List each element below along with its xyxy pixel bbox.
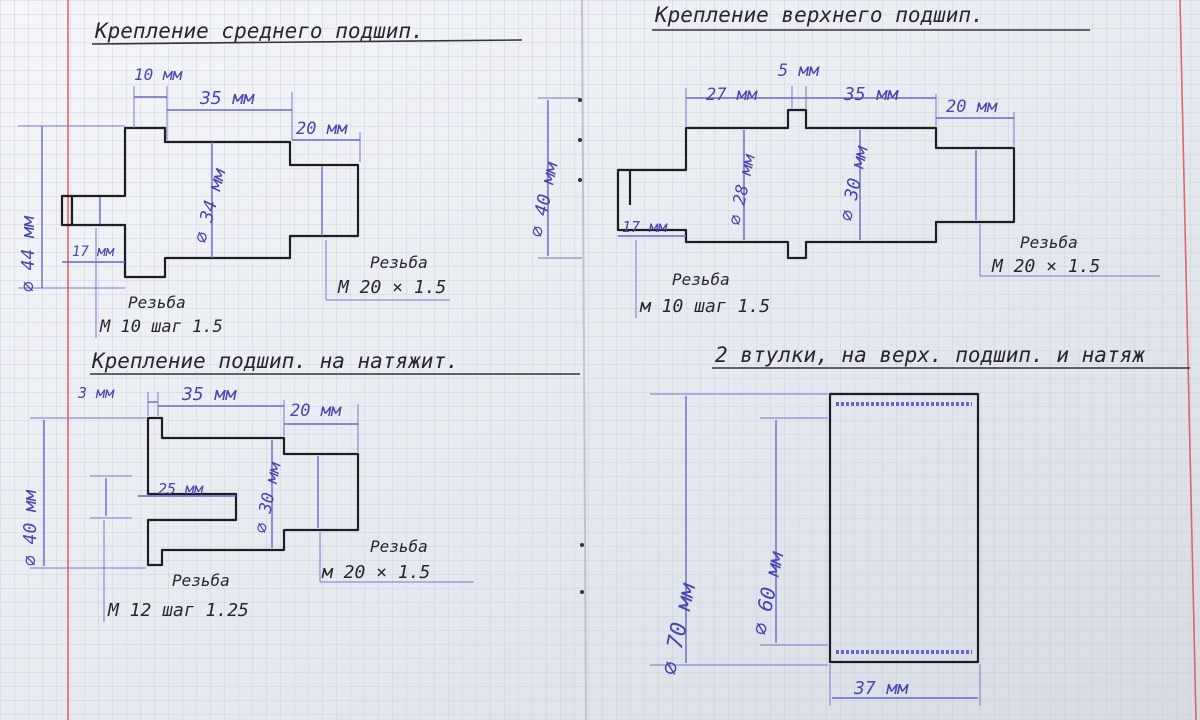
thread-label-right: Резьба [1020, 233, 1078, 252]
part-outline [616, 108, 1016, 260]
binding-hole [580, 590, 584, 594]
dim-25mm: 25 мм [158, 480, 204, 498]
thread-label-left: Резьба [172, 571, 230, 590]
thread-label-right: Резьба [370, 253, 428, 272]
thread-label-left: Резьба [672, 270, 730, 289]
thread-label-right: Резьба [370, 537, 428, 556]
binding-hole [578, 98, 582, 102]
thread-spec-right: М 20 × 1.5 [337, 277, 446, 298]
margin-line-right [1179, 0, 1197, 720]
dim-37mm: 37 мм [853, 678, 909, 699]
dim-3mm: 3 мм [77, 384, 115, 402]
binding-hole [578, 138, 582, 142]
part-outline [60, 126, 360, 279]
title-upper-bearing: Крепление верхнего подшип. [654, 3, 984, 27]
dim-dia44: ∅ 44 мм [18, 215, 39, 292]
thread-spec-left: м 10 шаг 1.5 [639, 296, 770, 317]
dim-20mm: 20 мм [296, 119, 348, 139]
thread-spec-right: М 20 × 1.5 [991, 256, 1100, 277]
dim-35mm: 35 мм [843, 84, 899, 105]
title-underline [91, 39, 523, 45]
title-bushings: 2 втулки, на верх. подшип. и натяж [715, 343, 1145, 367]
thread-label-left: Резьба [128, 293, 186, 312]
dim-dia40: ∅ 40 мм [20, 489, 41, 566]
thread-spec-right: м 20 × 1.5 [321, 562, 430, 583]
thread-spec-left: М 12 шаг 1.25 [107, 600, 249, 621]
dim-27mm: 27 мм [706, 85, 758, 105]
dim-20mm: 20 мм [290, 401, 342, 421]
dim-17mm: 17 мм [622, 218, 668, 236]
part-outline [146, 416, 360, 567]
dim-35mm: 35 мм [181, 384, 237, 405]
bushing-outline [828, 392, 980, 664]
binding-hole [580, 543, 584, 547]
binding-hole [578, 178, 582, 182]
dim-35mm: 35 мм [199, 88, 255, 109]
title-tension-bearing: Крепление подшип. на натяжит. [91, 349, 459, 373]
title-middle-bearing: Крепление среднего подшип. [94, 19, 424, 43]
dim-10mm: 10 мм [134, 65, 184, 84]
dim-20mm: 20 мм [946, 97, 998, 117]
dim-5mm: 5 мм [778, 61, 820, 81]
thread-spec-left: М 10 шаг 1.5 [99, 317, 223, 337]
notebook-fold [581, 0, 587, 720]
dim-17mm: 17 мм [72, 244, 115, 260]
